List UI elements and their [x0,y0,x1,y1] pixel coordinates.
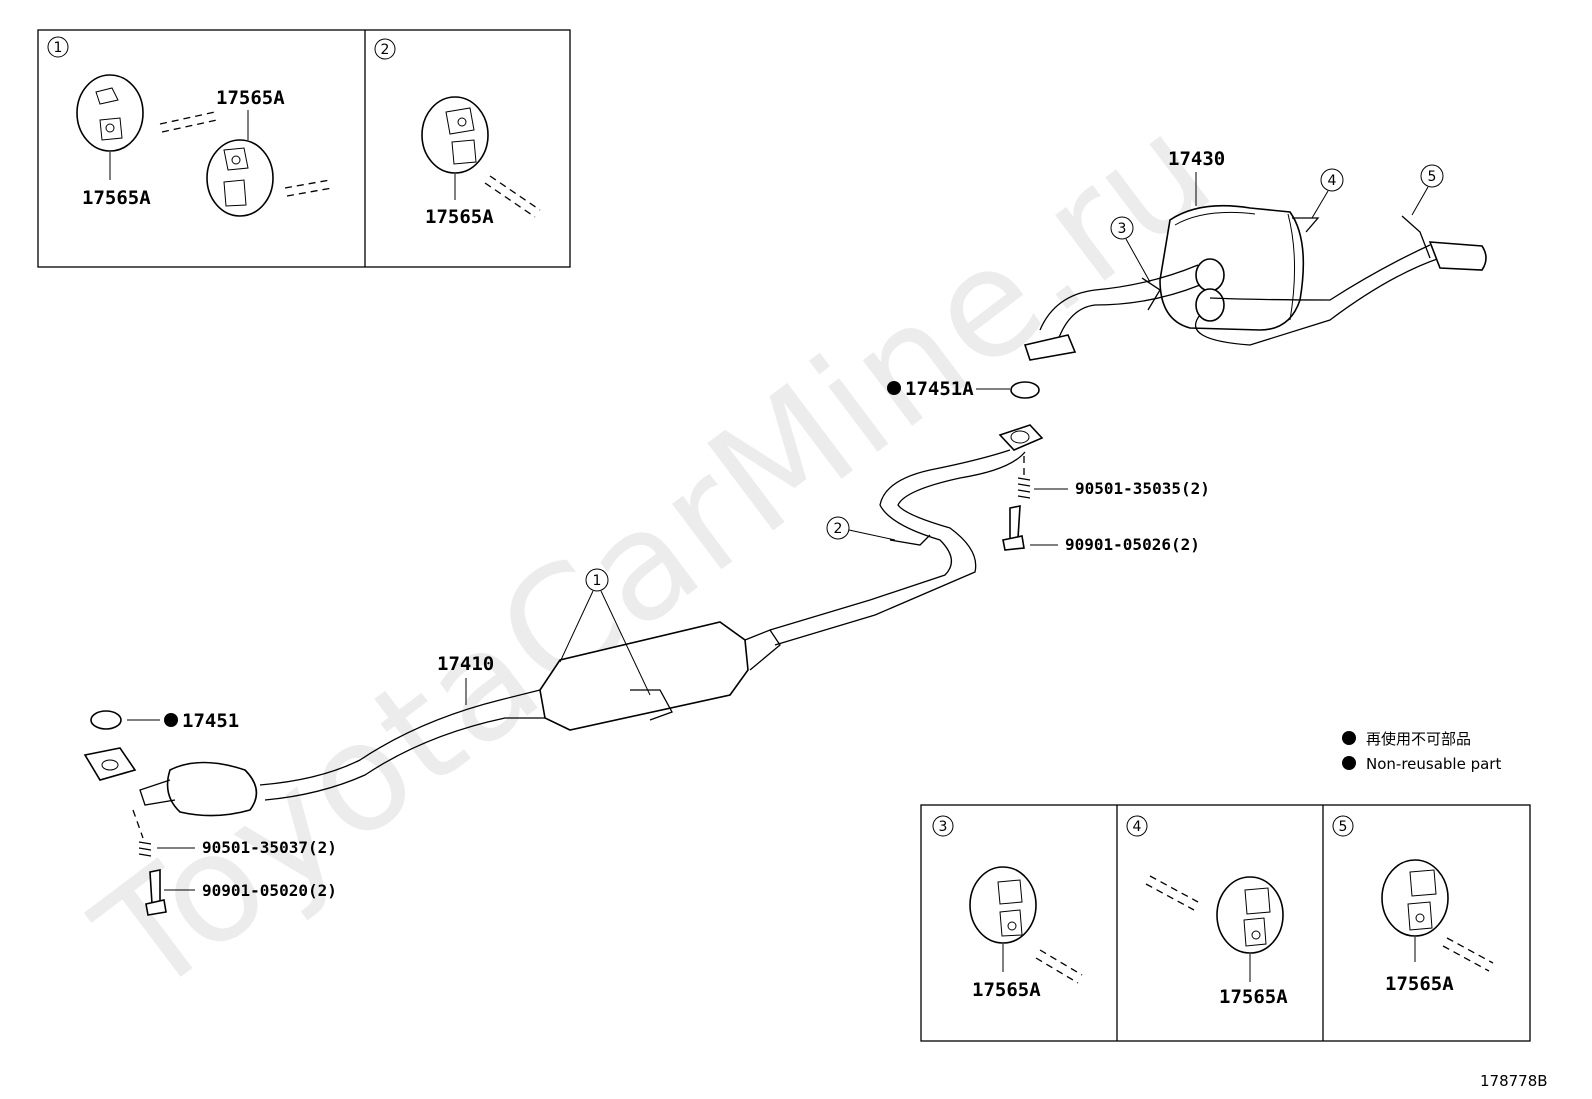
svg-text:5: 5 [1339,819,1348,835]
hanger-pin-line [1035,949,1083,984]
legend-en: Non-reusable part [1366,755,1501,773]
callout-3: 3 [1110,216,1161,311]
part-label-17565a: 17565A [216,87,285,109]
detail-callout-5: 5 [1332,815,1354,837]
exhaust-pipe-assembly [83,424,1044,817]
hanger-pin-line [1145,875,1199,911]
hanger-icon [1381,859,1449,962]
hanger-icon [76,74,144,180]
non-reusable-dot [164,713,178,727]
svg-text:4: 4 [1133,819,1142,835]
part-label-17451a: 17451A [905,378,974,400]
spring-icon [138,841,152,857]
svg-text:2: 2 [834,521,843,537]
hanger-icon [969,866,1037,972]
muffler-assembly [1023,204,1487,361]
hanger-icon [421,96,489,200]
part-label-17451: 17451 [182,710,239,732]
svg-text:3: 3 [939,819,948,835]
hanger-pin-line [484,175,541,218]
part-label-90901-05020: 90901-05020(2) [202,881,337,900]
bolt-icon [1002,505,1025,551]
diagram-id: 178778B [1480,1072,1548,1090]
svg-text:1: 1 [54,40,63,56]
non-reusable-dot [1342,731,1356,745]
hanger-icon [1216,876,1284,982]
callout-4: 4 [1292,168,1344,233]
hanger-pin-line [1442,937,1494,972]
detail-callout-1: 1 [47,36,69,58]
svg-text:2: 2 [381,42,390,58]
svg-text:3: 3 [1118,221,1127,237]
non-reusable-dot [887,381,901,395]
gasket-icon [90,710,122,730]
svg-text:5: 5 [1428,169,1437,185]
non-reusable-dot [1342,756,1356,770]
callout-5: 5 [1401,164,1444,259]
hanger-pin-line [284,179,333,197]
detail-box-bottom [920,804,1531,1042]
legend-jp: 再使用不可部品 [1366,730,1471,748]
detail-callout-4: 4 [1126,815,1148,837]
part-label-17565a: 17565A [972,979,1041,1001]
part-label-17565a: 17565A [1219,986,1288,1008]
part-label-17565a: 17565A [1385,973,1454,995]
callout-2: 2 [826,516,896,541]
hanger-icon [206,110,274,217]
part-label-90901-05026: 90901-05026(2) [1065,535,1200,554]
gasket-icon [1010,381,1040,399]
part-label-17410: 17410 [437,653,494,675]
detail-callout-3: 3 [932,815,954,837]
detail-box-top [37,29,571,268]
svg-text:4: 4 [1328,173,1337,189]
callout-1: 1 [559,568,651,696]
detail-callout-2: 2 [374,38,396,60]
part-label-90501-35037: 90501-35037(2) [202,838,337,857]
part-label-17565a: 17565A [425,206,494,228]
bolt-icon [145,869,167,916]
svg-text:1: 1 [593,573,602,589]
part-label-17430: 17430 [1168,148,1225,170]
part-label-90501-35035: 90501-35035(2) [1075,479,1210,498]
assembly-line [132,809,144,839]
part-label-17565a: 17565A [82,187,151,209]
spring-icon [1017,477,1031,499]
hanger-pin-line [159,111,218,133]
